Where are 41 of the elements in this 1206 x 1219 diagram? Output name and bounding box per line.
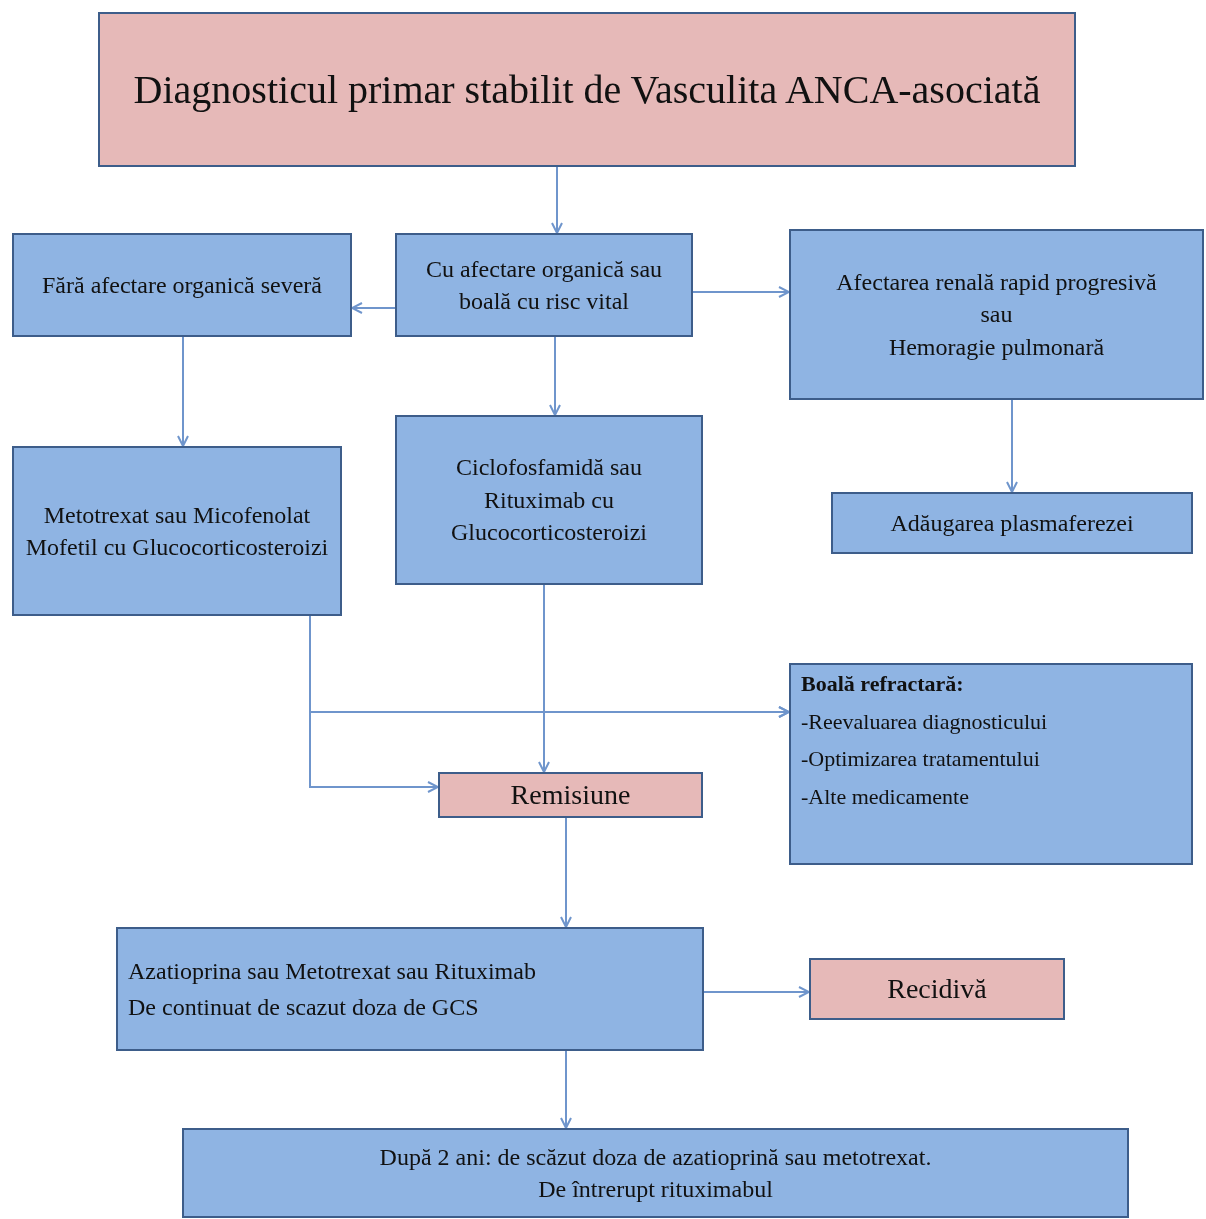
process-box xyxy=(12,233,352,337)
process-box xyxy=(116,927,704,1051)
box-text: Azatioprina sau Metotrexat sau Rituximab xyxy=(128,956,536,986)
process-box xyxy=(438,772,703,818)
box-text: De continuat de scazut doza de GCS xyxy=(128,993,479,1022)
process-box xyxy=(809,958,1065,1020)
box-heading: Boală refractară: xyxy=(801,670,964,698)
box-text: Ciclofosfamidă sau Rituximab cu Glucocorticosteroizi xyxy=(450,453,648,548)
box-text: Diagnosticul primar stabilit de Vasculita ANCA-asociată xyxy=(133,65,1041,114)
box-text: -Optimizarea tratamentului xyxy=(801,745,1040,774)
arrow xyxy=(543,584,790,718)
box-text: -Alte medicamente xyxy=(801,783,969,812)
process-box xyxy=(789,229,1204,400)
process-box xyxy=(98,12,1076,167)
arrow xyxy=(692,286,790,298)
box-text: După 2 ani: de scăzut doza de azatioprină sau metotrexat. xyxy=(379,1142,932,1172)
box-text: Metotrexat sau Micofenolat Mofetil cu Glucocorticosteroizi xyxy=(24,500,330,562)
process-box xyxy=(831,492,1193,554)
process-box xyxy=(12,446,342,616)
arrow xyxy=(560,1050,572,1129)
box-text: Afectarea renală rapid progresivă xyxy=(836,267,1157,297)
box-text: sau xyxy=(980,300,1013,330)
box-text: Recidivă xyxy=(887,972,987,1007)
process-box xyxy=(789,663,1193,865)
box-text: Remisiune xyxy=(510,778,631,813)
arrow xyxy=(560,817,572,928)
box-text: Adăugarea plasmaferezei xyxy=(890,508,1134,538)
arrow xyxy=(551,166,563,234)
arrow xyxy=(1006,399,1018,493)
box-text: Hemoragie pulmonară xyxy=(888,332,1105,362)
process-box xyxy=(395,233,693,337)
arrow xyxy=(549,336,561,416)
arrow xyxy=(703,986,810,998)
process-box xyxy=(182,1128,1129,1218)
box-text: Cu afectare organică sau boală cu risc vital xyxy=(424,254,664,316)
arrow xyxy=(177,336,189,447)
box-text: -Reevaluarea diagnosticului xyxy=(801,707,1048,736)
arrow xyxy=(351,302,396,314)
process-box xyxy=(395,415,703,585)
box-text: De întrerupt rituximabul xyxy=(538,1175,773,1204)
box-text: Fără afectare organică severă xyxy=(42,270,322,300)
